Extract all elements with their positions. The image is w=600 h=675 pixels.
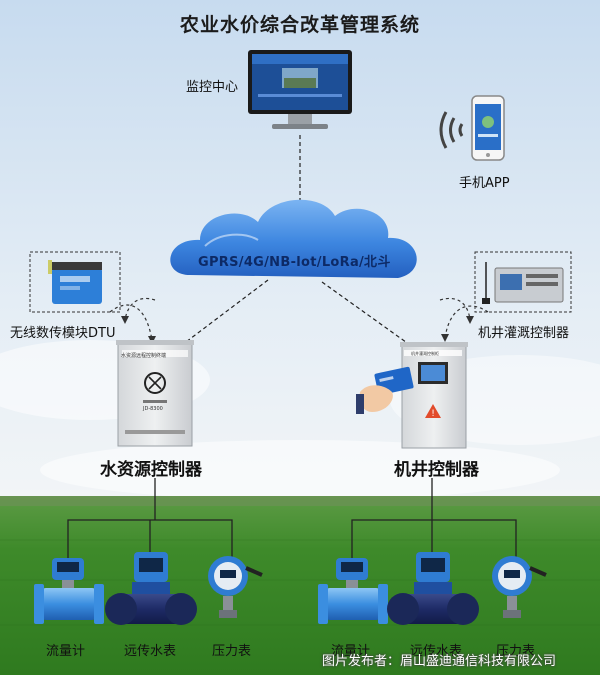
water-resource-controller-label: 水资源控制器: [100, 460, 202, 480]
well-cabinet-panel-label: 机井灌溉控制柜: [411, 351, 439, 356]
pressure-gauge-label-left: 压力表: [212, 644, 252, 659]
smartphone-icon: [439, 95, 505, 161]
pressure-gauge-icon-left: [208, 556, 263, 618]
water-resource-cabinet-icon: [116, 340, 194, 447]
pressure-gauge-label-right: 压力表: [496, 644, 536, 659]
remote-water-meter-icon-right: [387, 552, 479, 625]
remote-water-meter-icon-left: [105, 552, 197, 625]
cabinet-model-label: JD-8300: [143, 406, 163, 412]
publisher-credit: 图片发布者：眉山盛迪通信科技有限公司: [322, 654, 557, 669]
remote-meter-label-left: 远传水表: [124, 644, 177, 659]
dtu-label: 无线数传模块DTU: [10, 326, 116, 341]
flow-meter-icon-left: [34, 558, 104, 624]
monitor-icon: [248, 50, 352, 129]
remote-meter-label-right: 远传水表: [410, 644, 463, 659]
monitor-center-label: 监控中心: [186, 80, 239, 95]
hand-card-icon: [356, 366, 414, 414]
network-protocols-label: GPRS/4G/NB-lot/LoRa/北斗: [198, 255, 391, 270]
well-controller-cabinet-icon: !: [400, 342, 468, 449]
irrigation-controller-label: 机井灌溉控制器: [478, 326, 570, 341]
flow-meter-label-right: 流量计: [331, 644, 371, 659]
pressure-gauge-icon-right: [492, 556, 547, 618]
cloud-network-icon: [170, 199, 417, 278]
flow-meter-icon-right: [318, 558, 388, 624]
mobile-app-label: 手机APP: [459, 176, 510, 191]
flow-meter-label-left: 流量计: [46, 644, 86, 659]
cabinet-panel-label: 水资源远程控制终端: [121, 353, 167, 359]
svg-text:!: !: [431, 409, 435, 419]
irrigation-controller-icon: [474, 251, 572, 313]
diagram-title: 农业水价综合改革管理系统: [179, 14, 420, 36]
dtu-module-icon: [29, 251, 121, 313]
well-controller-label: 机井控制器: [394, 460, 479, 480]
